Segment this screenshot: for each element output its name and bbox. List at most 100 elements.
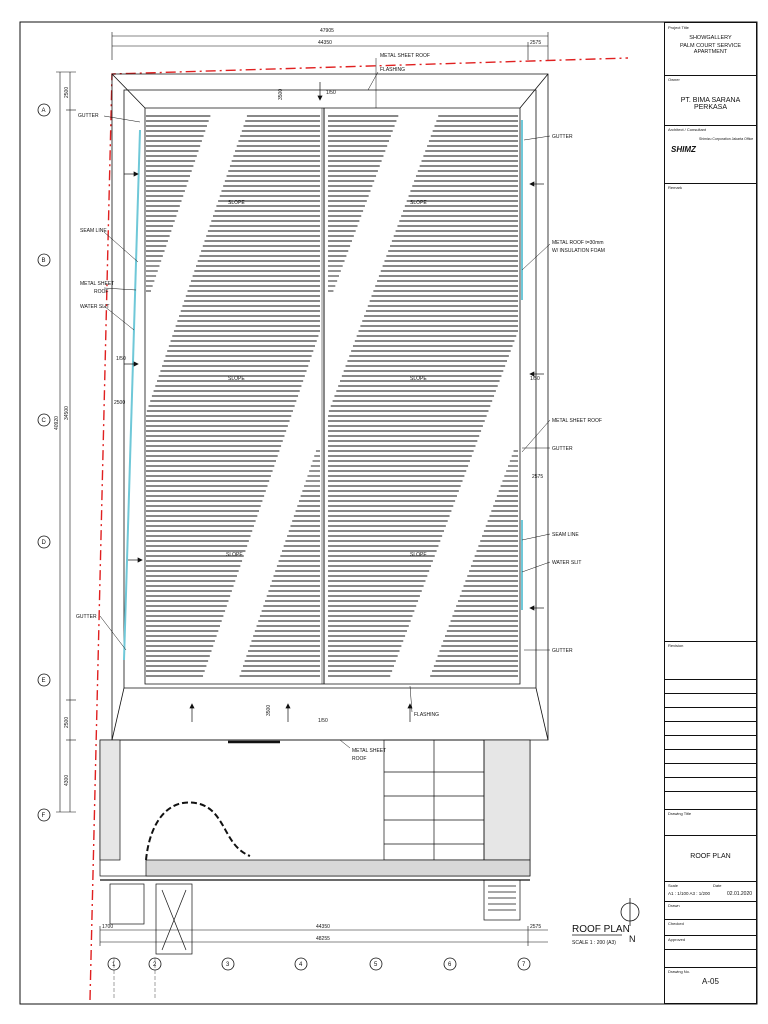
svg-text:F: F (42, 813, 46, 819)
approved-label: Approved (668, 937, 686, 942)
top-dim-right: 2575 (530, 40, 541, 46)
svg-text:5: 5 (374, 962, 378, 968)
project-name-2: PALM COURT SERVICE APARTMENT (679, 43, 742, 55)
drawn-label: Drawn (668, 903, 680, 908)
plan-caption: ROOF PLAN (572, 924, 630, 935)
left-dim-mid: 34500 (64, 406, 70, 420)
label-dim-3500-bottom: 3500 (266, 705, 272, 716)
label-seam-line-2: SEAM LINE (552, 532, 579, 538)
sheet-no-label: Drawing No. (668, 969, 691, 974)
sheet-no: A-05 (702, 977, 719, 986)
slope-labels: SLOPE SLOPE SLOPE SLOPE SLOPE SLOPE 1/50… (116, 90, 540, 724)
bottom-dim-total: 48255 (316, 936, 330, 942)
leader-lines (99, 58, 551, 749)
grid-bubble-a: A (37, 103, 51, 117)
label-flashing-bottom: FLASHING (414, 712, 439, 718)
slope-label-5: SLOPE (226, 552, 243, 558)
bottom-dimensions (99, 926, 548, 946)
label-dim-2575: 2575 (532, 474, 543, 480)
label-dim-2500: 2500 (114, 400, 125, 406)
north-arrow-icon: N (620, 898, 640, 944)
slope-label-1: SLOPE (228, 200, 245, 206)
svg-text:A: A (42, 108, 46, 114)
owner-name: PT. BIMA SARANA PERKASA (680, 97, 741, 111)
svg-text:3: 3 (226, 962, 230, 968)
label-seam-line-1: SEAM LINE (80, 228, 107, 234)
label-metal-sheet-bottom: METAL SHEET (352, 748, 386, 754)
slope-label-6: SLOPE (410, 552, 427, 558)
left-dimensions (56, 71, 76, 813)
firm-name: Shimizu Corporation Jakarta Office (699, 137, 754, 141)
scale-label: Scale (668, 883, 679, 888)
stair-symbol (483, 879, 521, 921)
grid-bubble-3: 3 (221, 957, 235, 971)
dashed-arc (145, 801, 251, 861)
slope-ratio-bottom: 1/50 (318, 718, 328, 724)
grid-bubble-f: F (37, 808, 51, 822)
grid-col-bubbles: 1 2 3 4 5 6 7 (107, 957, 531, 971)
drawing-title-label: Drawing Title (668, 811, 692, 816)
grid-bubble-7: 7 (517, 957, 531, 971)
plan-caption-scale: SCALE 1 : 200 (A3) (572, 940, 616, 946)
label-water-slit-2: WATER SLIT (552, 560, 581, 566)
left-dim-top: 2500 (64, 87, 70, 98)
property-line (89, 57, 629, 1001)
grid-col-lines (113, 958, 156, 1000)
label-roof-bottom: ROOF (352, 756, 366, 762)
top-dim-left: 44350 (318, 40, 332, 46)
svg-text:D: D (42, 540, 47, 546)
project-name-1: SHOWGALLERY (689, 35, 732, 41)
slope-label-3: SLOPE (228, 376, 245, 382)
slope-label-4: SLOPE (410, 376, 427, 382)
drawing-title: ROOF PLAN (690, 853, 731, 860)
label-gutter-5: GUTTER (552, 648, 573, 654)
label-gutter-3: GUTTER (552, 134, 573, 140)
slope-ratio-right: 1/50 (530, 376, 540, 382)
firm-logo: SHIMZ (671, 145, 696, 154)
label-roof-1: ROOF (94, 289, 108, 295)
north-label: N (629, 934, 636, 944)
grid-bubble-d: D (37, 535, 51, 549)
grid-bubble-5: 5 (369, 957, 383, 971)
top-dimensions (111, 32, 549, 60)
checked-label: Checked (668, 921, 684, 926)
roof-outline (111, 73, 549, 741)
slope-ratio-top: 1/50 (326, 90, 336, 96)
roof-hatching-right (328, 115, 518, 677)
label-gutter-1: GUTTER (78, 113, 99, 119)
svg-text:E: E (42, 678, 46, 684)
label-water-slit-1: WATER SLIT (80, 304, 109, 310)
grid-bubble-e: E (37, 673, 51, 687)
bottom-dim-right: 2575 (530, 924, 541, 930)
flow-arrows (124, 82, 544, 722)
slope-label-2: SLOPE (410, 200, 427, 206)
date-value: 02.01.2020 (727, 891, 753, 897)
svg-text:7: 7 (522, 962, 526, 968)
title-block: Project Title SHOWGALLERY PALM COURT SER… (664, 22, 757, 1004)
left-dim-bot: 2500 (64, 717, 70, 728)
revision-label: Revision (668, 643, 684, 648)
label-metal-sheet-1: METAL SHEET (80, 281, 114, 287)
label-metal-sheet-roof-top: METAL SHEET ROOF (380, 53, 430, 59)
grid-bubble-b: B (37, 253, 51, 267)
top-dim-total: 47905 (320, 28, 334, 34)
roof-hatching-left (146, 115, 320, 677)
architect-label: Architect / Consultant (668, 127, 707, 132)
grid-row-bubbles: A B C D E F (37, 103, 51, 822)
svg-text:4: 4 (299, 962, 303, 968)
left-dim-total: 40920 (54, 416, 60, 430)
left-dim-low: 4300 (64, 775, 70, 786)
label-metal-roof-ins-1: METAL ROOF t=30mm (552, 240, 604, 246)
sheet-border (19, 21, 758, 1005)
label-flashing-top: FLASHING (380, 67, 405, 73)
svg-text:C: C (42, 418, 47, 424)
project-label: Project Title (668, 25, 689, 30)
remark-label: Remark (668, 185, 683, 190)
slope-ratio-left: 1/50 (116, 356, 126, 362)
label-gutter-4: GUTTER (552, 446, 573, 452)
owner-label: Owner (668, 77, 680, 82)
date-label: Date (713, 883, 722, 888)
grid-bubble-6: 6 (443, 957, 457, 971)
bottom-dim-left: 1700 (102, 924, 113, 930)
